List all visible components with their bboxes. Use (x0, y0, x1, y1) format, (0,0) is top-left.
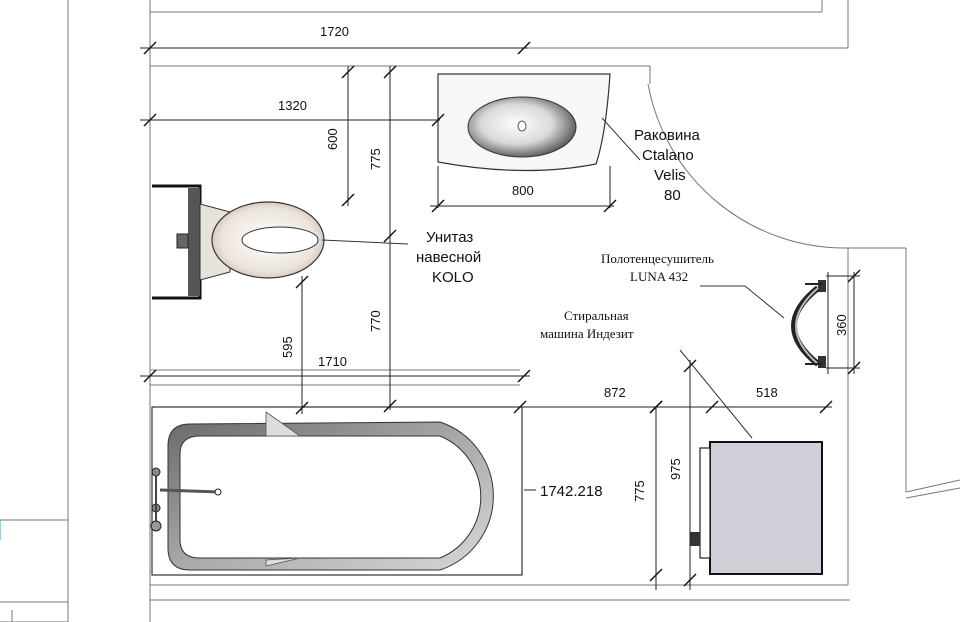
washer-label-line-1: Стиральная (564, 308, 629, 323)
toilet-label-line-2: навесной (416, 249, 481, 266)
sink-label-line-4: 80 (664, 187, 681, 204)
bath-faucet-icon (150, 467, 222, 532)
toilet-label-line-1: Унитаз (426, 229, 473, 246)
sink-label-line-2: Ctalano (642, 147, 694, 164)
dim-1320: 1320 (278, 98, 307, 113)
dim-360: 360 (834, 314, 849, 336)
dim-775-sink: 775 (368, 148, 383, 170)
dimension-labels: 1720 1320 600 775 800 770 595 1710 872 5… (278, 24, 849, 502)
door-swing (647, 83, 960, 499)
towel-rail-label-line-2: LUNA 432 (630, 269, 688, 284)
dim-800: 800 (512, 183, 534, 198)
leader-lines (321, 117, 785, 439)
toilet-label: Унитаз навесной KOLO (416, 229, 481, 286)
dim-775-bath: 775 (632, 480, 647, 502)
dim-595: 595 (280, 336, 295, 358)
sink-label-line-3: Velis (654, 167, 686, 184)
sink-drain (517, 120, 527, 132)
towel-rail (791, 280, 826, 368)
sink-label-line-1: Раковина (634, 127, 701, 144)
towel-rail-label: Полотенцесушитель LUNA 432 (601, 251, 714, 284)
washer-label: Стиральная машина Индезит (540, 308, 634, 341)
toilet (152, 184, 325, 300)
sink (437, 73, 611, 172)
toilet-label-line-3: KOLO (432, 269, 474, 286)
dim-518: 518 (756, 385, 778, 400)
towel-rail-label-line-1: Полотенцесушитель (601, 251, 714, 266)
toilet-seat-opening (241, 226, 319, 254)
dim-1710: 1710 (318, 354, 347, 369)
dim-770: 770 (368, 310, 383, 332)
dim-975: 975 (668, 458, 683, 480)
dim-872: 872 (604, 385, 626, 400)
dim-600: 600 (325, 128, 340, 150)
dimension-lines (140, 41, 861, 590)
bathtub (150, 406, 523, 576)
washer-label-line-2: машина Индезит (540, 326, 634, 341)
dim-1720: 1720 (320, 24, 349, 39)
sink-label: Раковина Ctalano Velis 80 (634, 127, 701, 204)
washing-machine (690, 441, 823, 575)
dim-bath-length: 1742.218 (540, 483, 603, 500)
